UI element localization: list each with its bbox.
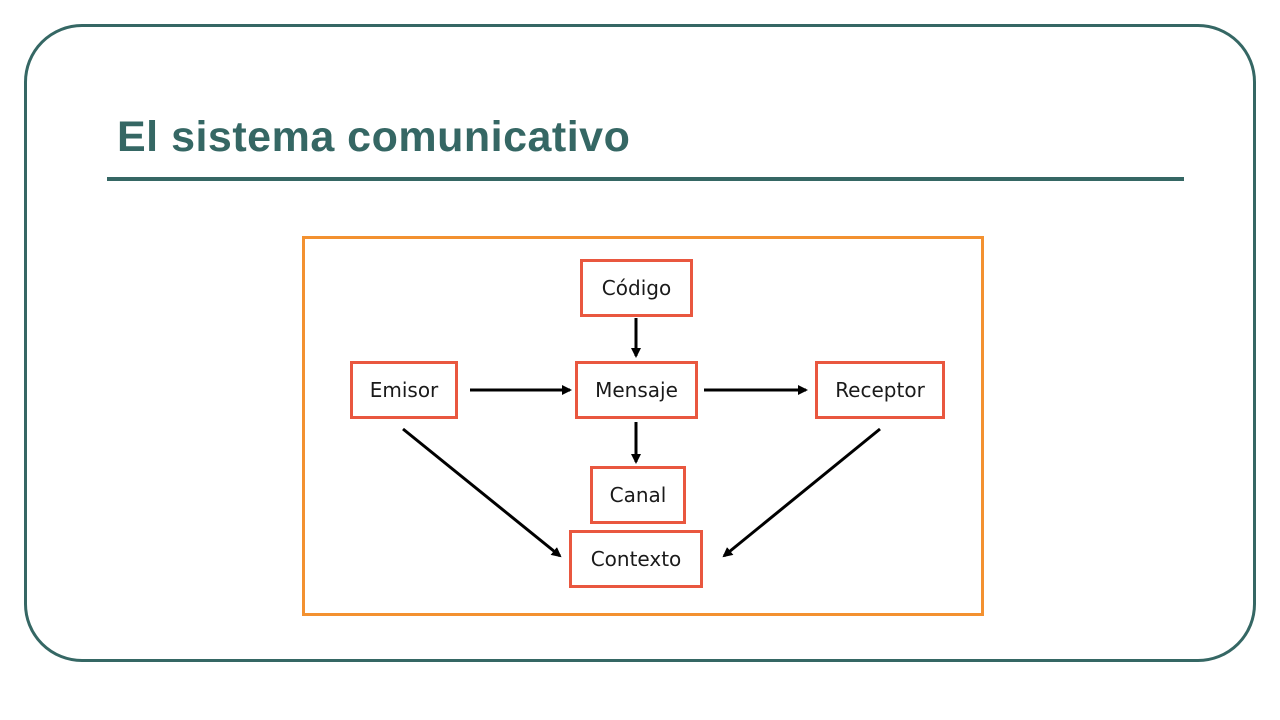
node-contexto: Contexto (569, 530, 703, 588)
node-emisor: Emisor (350, 361, 458, 419)
slide-frame (24, 24, 1256, 662)
node-codigo: Código (580, 259, 693, 317)
node-mensaje: Mensaje (575, 361, 698, 419)
title-underline (107, 177, 1184, 181)
node-canal: Canal (590, 466, 686, 524)
node-receptor: Receptor (815, 361, 945, 419)
slide-title: El sistema comunicativo (117, 113, 631, 161)
